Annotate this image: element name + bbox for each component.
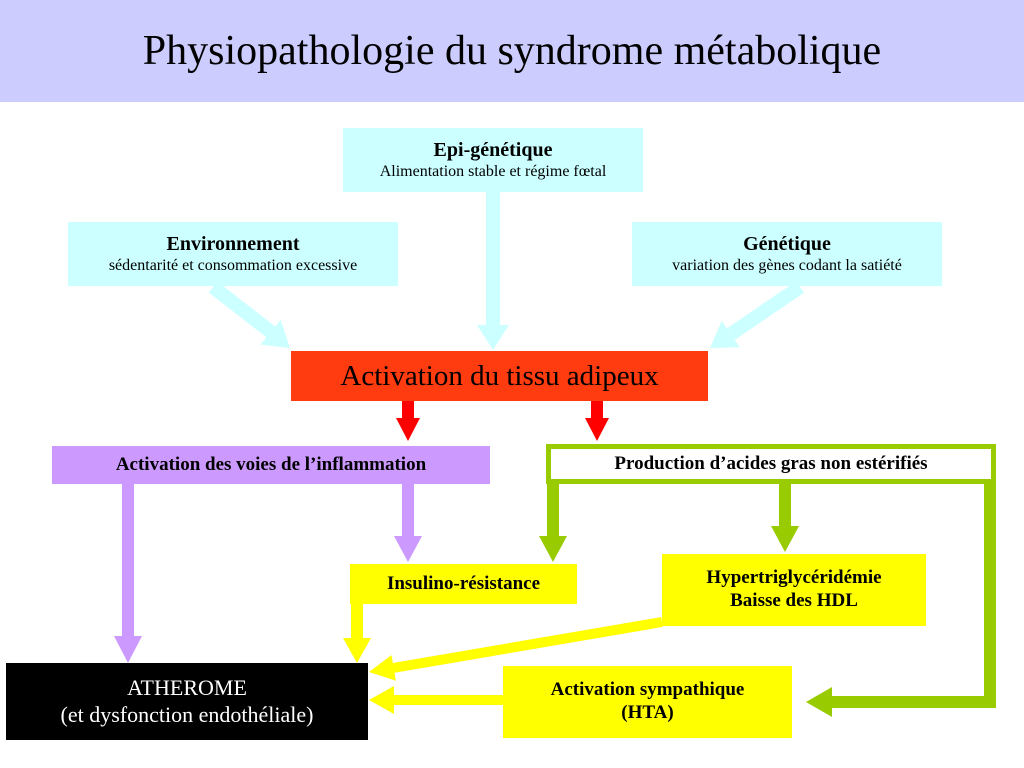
node-line-1: ATHEROME: [127, 675, 247, 701]
node-activation-sympathique: Activation sympathique (HTA): [503, 666, 792, 738]
arrow-head: [585, 418, 609, 441]
arrow-shaft: [830, 484, 996, 708]
node-subtitle: sédentarité et consommation excessive: [108, 257, 358, 275]
node-subtitle: variation des gènes codant la satiété: [672, 257, 902, 275]
node-line-1: Activation sympathique: [550, 679, 745, 701]
arrow-genetique-to-adipeux: [710, 281, 804, 348]
node-inflammation: Activation des voies de l’inflammation: [52, 446, 490, 484]
arrow-head: [260, 319, 290, 348]
arrow-head: [369, 686, 394, 714]
arrow-inflammation-to-insulino: [394, 484, 422, 562]
arrow-head: [710, 320, 740, 348]
arrow-shaft: [486, 192, 500, 326]
arrow-head: [806, 687, 832, 717]
arrow-head: [394, 536, 422, 562]
node-line-2: Baisse des HDL: [730, 590, 858, 611]
arrow-shaft: [122, 484, 134, 638]
node-hypertriglyceridemie: Hypertriglycéridémie Baisse des HDL: [662, 554, 926, 626]
arrow-environnement-to-adipeux: [208, 281, 290, 348]
arrow-head: [539, 536, 567, 562]
node-tissu-adipeux: Activation du tissu adipeux: [291, 351, 708, 401]
arrow-acides-gras-to-sympathique: [806, 484, 996, 717]
node-insulino-resistance: Insulino-résistance: [350, 564, 577, 604]
node-title: Génétique: [743, 233, 831, 256]
page-title: Physiopathologie du syndrome métabolique: [142, 28, 882, 74]
arrow-inflammation-to-atherome: [114, 484, 142, 663]
arrow-shaft: [392, 695, 503, 705]
node-subtitle: Alimentation stable et régime fœtal: [379, 163, 607, 181]
arrow-shaft: [392, 617, 663, 673]
arrow-shaft: [351, 604, 363, 640]
node-atherome: ATHEROME (et dysfonction endothéliale): [6, 663, 368, 740]
arrow-sympathique-to-atherome: [369, 686, 503, 714]
arrow-insulino-to-atherome: [343, 604, 371, 663]
node-title: Environnement: [166, 233, 300, 256]
arrow-head: [369, 655, 396, 681]
arrow-shaft: [402, 484, 414, 538]
arrow-adipeux-to-inflammation: [396, 401, 420, 441]
arrow-acides-gras-to-insulino: [539, 484, 567, 562]
node-line-2: (et dysfonction endothéliale): [60, 701, 314, 727]
node-label: Activation des voies de l’inflammation: [115, 453, 427, 475]
arrow-head: [477, 325, 509, 350]
arrow-epigenetique-to-adipeux: [477, 192, 509, 350]
arrow-shaft: [402, 401, 414, 420]
node-title: Epi-génétique: [433, 139, 553, 162]
arrow-shaft: [591, 401, 603, 420]
arrow-acides-gras-to-hypertri: [771, 484, 799, 552]
node-line-1: Hypertriglycéridémie: [706, 567, 882, 589]
node-label: Activation du tissu adipeux: [340, 359, 659, 392]
node-environnement: Environnement sédentarité et consommatio…: [68, 222, 398, 286]
title-banner: Physiopathologie du syndrome métabolique: [0, 0, 1024, 102]
arrow-head: [114, 636, 142, 663]
arrow-shaft: [547, 484, 559, 538]
node-label: Production d’acides gras non estérifiés: [614, 452, 928, 474]
node-label: Insulino-résistance: [386, 572, 541, 594]
node-epigenetique: Epi-génétique Alimentation stable et rég…: [343, 128, 643, 192]
arrow-hypertri-to-atherome: [369, 617, 663, 681]
node-acides-gras: Production d’acides gras non estérifiés: [546, 444, 996, 484]
arrow-head: [771, 526, 799, 552]
arrow-head: [396, 418, 420, 441]
arrow-adipeux-to-acides-gras: [585, 401, 609, 441]
arrow-shaft: [779, 484, 791, 528]
arrow-shaft: [727, 281, 804, 340]
node-line-2: (HTA): [621, 702, 674, 723]
node-genetique: Génétique variation des gènes codant la …: [632, 222, 942, 286]
arrow-shaft: [208, 281, 276, 338]
arrow-head: [343, 638, 371, 663]
